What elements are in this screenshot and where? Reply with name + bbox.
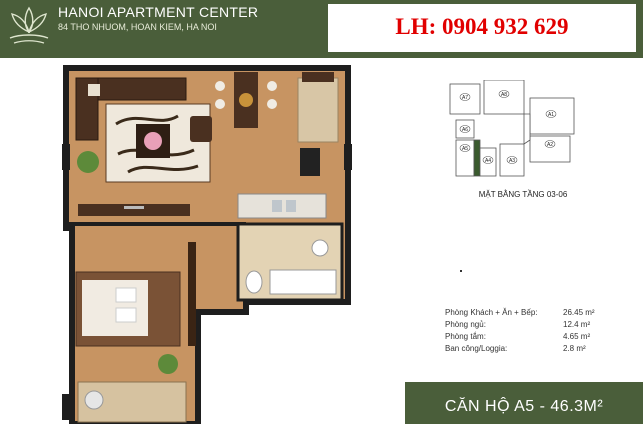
tv-console (78, 204, 190, 216)
kitchen-tiles (297, 77, 339, 143)
area-row: Phòng Khách + Ăn + Bếp: 26.45 m² (445, 308, 635, 320)
area-label: Phòng tắm: (445, 332, 486, 341)
brand-title: HANOI APARTMENT CENTER (58, 4, 259, 20)
area-label: Phòng Khách + Ăn + Bếp: (445, 308, 538, 317)
unit-label-a2: A2 (547, 142, 553, 148)
wardrobe (188, 242, 196, 346)
area-value: 4.65 m² (563, 332, 591, 341)
key-plan-caption: MẶT BẰNG TẦNG 03-06 (478, 190, 568, 199)
header-banner: HANOI APARTMENT CENTER 84 THO NHUOM, HOA… (0, 0, 643, 58)
unit-label-a7: A7 (462, 95, 468, 101)
unit-title: CĂN HỘ A5 - 46.3M² (444, 398, 604, 415)
washbasin (311, 239, 329, 257)
unit-label-a6: A6 (462, 127, 468, 133)
area-row: Ban công/Loggia: 2.8 m² (445, 344, 635, 356)
unit-label-a1: A1 (548, 112, 554, 118)
toilet (245, 270, 263, 294)
stove (300, 148, 320, 176)
lotus-logo-icon (9, 6, 49, 44)
unit-label-a4: A4 (485, 158, 491, 164)
unit-a2 (529, 135, 571, 163)
unit-label-a3: A3 (509, 158, 515, 164)
area-value: 12.4 m² (563, 320, 591, 329)
contact-box: LH: 0904 932 629 (328, 4, 636, 52)
area-row: Phòng tắm: 4.65 m² (445, 332, 635, 344)
area-value: 2.8 m² (563, 344, 586, 353)
key-plan-diagram: A7 A8 A1 A6 A5 A4 A3 A2 (449, 80, 575, 177)
area-value: 26.45 m² (563, 308, 595, 317)
area-label: Phòng ngủ: (445, 320, 486, 329)
unit-label-a5: A5 (462, 146, 468, 152)
brand-address: 84 THO NHUOM, HOAN KIEM, HA NOI (58, 22, 217, 32)
plant (77, 151, 99, 173)
area-label: Ban công/Loggia: (445, 344, 508, 353)
area-list: Phòng Khách + Ăn + Bếp: 26.45 m² Phòng n… (445, 308, 635, 356)
unit-label-a8: A8 (501, 92, 507, 98)
bathtub (269, 269, 337, 295)
unit-title-band: CĂN HỘ A5 - 46.3M² (405, 382, 643, 424)
area-row: Phòng ngủ: 12.4 m² (445, 320, 635, 332)
decorative-dot (460, 270, 462, 272)
contact-phone: LH: 0904 932 629 (395, 14, 569, 39)
floor-plan-illustration (62, 65, 352, 424)
